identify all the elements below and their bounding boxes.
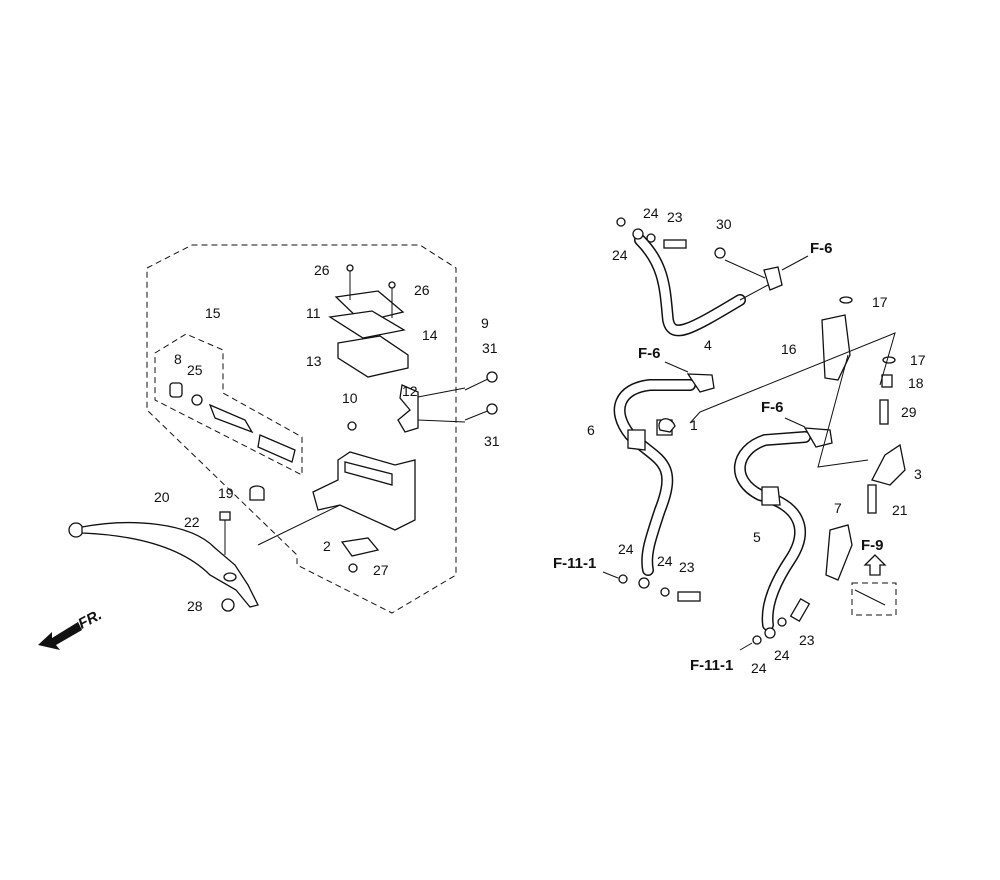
callout-24: 24 xyxy=(774,647,790,663)
callout-30: 30 xyxy=(716,216,732,232)
reference-f11-1[interactable]: F-11-1 xyxy=(690,657,734,674)
brake-hose-4 xyxy=(616,217,809,337)
reference-f9[interactable]: F-9 xyxy=(861,537,884,554)
bolts-left xyxy=(219,371,498,612)
callout-27: 27 xyxy=(373,562,389,578)
callout-24: 24 xyxy=(751,660,767,676)
front-direction-arrow xyxy=(38,622,82,650)
master-cylinder-body xyxy=(312,384,419,531)
callout-9: 9 xyxy=(481,315,489,331)
callout-10: 10 xyxy=(342,390,358,406)
callout-24: 24 xyxy=(657,553,673,569)
reference-f11-1[interactable]: F-11-1 xyxy=(553,555,597,572)
callout-8: 8 xyxy=(174,351,182,367)
reservoir-cap xyxy=(328,264,409,378)
master-cylinder-assembly-outline xyxy=(146,244,457,614)
callout-13: 13 xyxy=(306,353,322,369)
callout-17: 17 xyxy=(872,294,888,310)
callout-1: 1 xyxy=(690,417,698,433)
callout-4: 4 xyxy=(704,337,712,353)
piston-kit-parts xyxy=(169,382,296,463)
callout-24: 24 xyxy=(612,247,628,263)
brake-lever xyxy=(68,521,259,608)
callout-18: 18 xyxy=(908,375,924,391)
callout-16: 16 xyxy=(781,341,797,357)
callout-22: 22 xyxy=(184,514,200,530)
callout-31: 31 xyxy=(484,433,500,449)
callout-21: 21 xyxy=(892,502,908,518)
callout-14: 14 xyxy=(422,327,438,343)
callout-23: 23 xyxy=(667,209,683,225)
callout-31: 31 xyxy=(482,340,498,356)
callout-25: 25 xyxy=(187,362,203,378)
callout-6: 6 xyxy=(587,422,595,438)
callout-2: 2 xyxy=(323,538,331,554)
callout-20: 20 xyxy=(154,489,170,505)
callout-15: 15 xyxy=(205,305,221,321)
brackets xyxy=(658,296,906,616)
callout-19: 19 xyxy=(218,485,234,501)
reference-f6[interactable]: F-6 xyxy=(761,399,784,416)
callout-23: 23 xyxy=(679,559,695,575)
callout-24: 24 xyxy=(618,541,634,557)
callout-29: 29 xyxy=(901,404,917,420)
reference-f6[interactable]: F-6 xyxy=(638,345,661,362)
piston-kit-outline xyxy=(154,333,303,476)
callout-3: 3 xyxy=(914,466,922,482)
callout-17: 17 xyxy=(910,352,926,368)
callout-23: 23 xyxy=(799,632,815,648)
reference-f6[interactable]: F-6 xyxy=(810,240,833,257)
callout-12: 12 xyxy=(402,383,418,399)
callout-11: 11 xyxy=(306,305,321,321)
callout-26: 26 xyxy=(314,262,330,278)
brake-hose-5 xyxy=(734,417,833,651)
callout-24: 24 xyxy=(643,205,659,221)
callout-5: 5 xyxy=(753,529,761,545)
callout-26: 26 xyxy=(414,282,430,298)
callout-7: 7 xyxy=(834,500,842,516)
callout-28: 28 xyxy=(187,598,203,614)
